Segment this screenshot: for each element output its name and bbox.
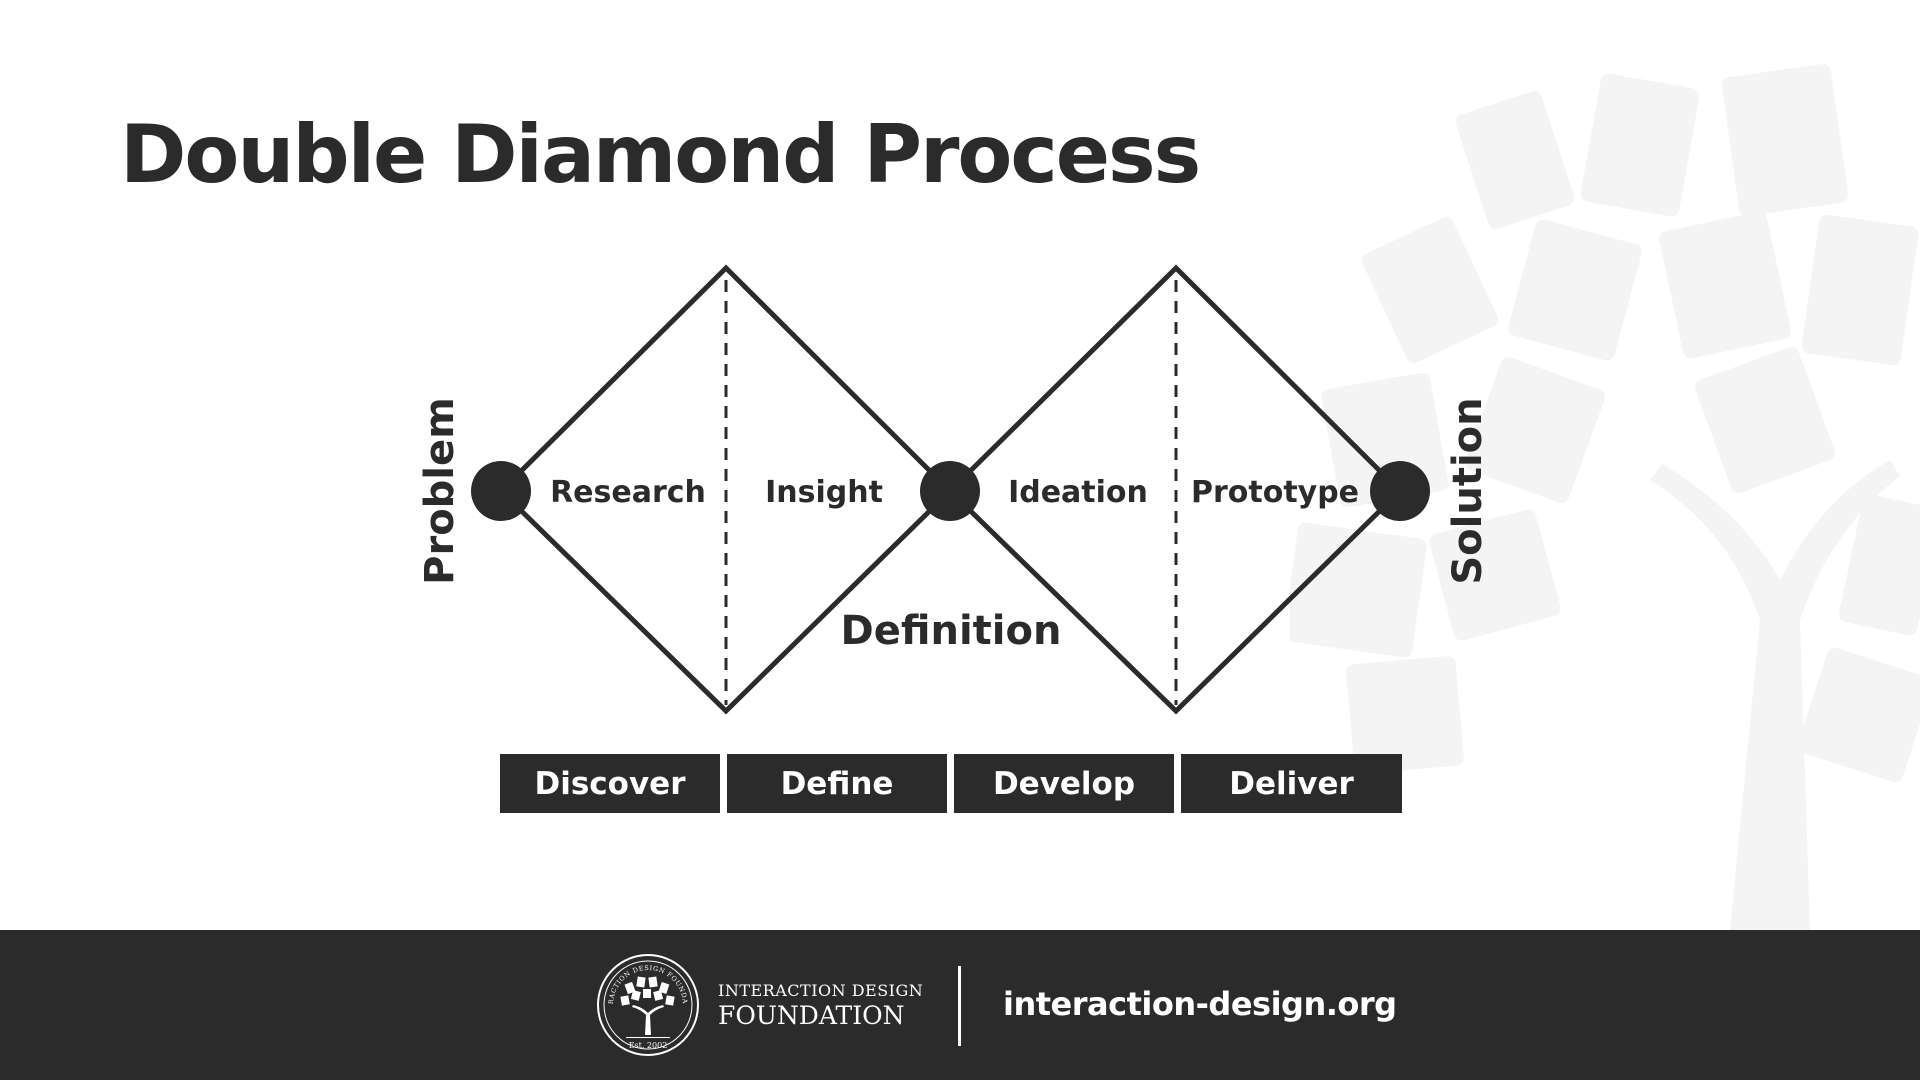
svg-text:Est. 2002: Est. 2002 xyxy=(629,1041,668,1050)
foundation-wordmark[interactable]: INTERACTION DESIGN FOUNDATION xyxy=(718,981,924,1030)
phase-develop: Develop xyxy=(954,754,1174,813)
footer-divider xyxy=(958,966,961,1046)
foundation-seal-icon: INTERACTION DESIGN FOUNDATION Est. 2002 xyxy=(596,953,699,1056)
problem-label: Problem xyxy=(417,397,463,585)
solution-label: Solution xyxy=(1445,397,1491,584)
middle-node xyxy=(920,461,980,521)
prototype-label: Prototype xyxy=(1191,475,1359,510)
research-label: Research xyxy=(550,475,706,510)
logo-line-2: FOUNDATION xyxy=(718,1001,905,1030)
logo-line-1: INTERACTION DESIGN xyxy=(718,981,924,1000)
footer: INTERACTION DESIGN FOUNDATION Est. 2002 … xyxy=(0,930,1920,1080)
start-node xyxy=(471,461,531,521)
definition-label: Definition xyxy=(841,608,1062,654)
footer-url-link[interactable]: interaction-design.org xyxy=(1003,985,1397,1023)
ideation-label: Ideation xyxy=(1008,475,1148,510)
insight-label: Insight xyxy=(765,475,883,510)
phase-deliver: Deliver xyxy=(1181,754,1402,813)
double-diamond-diagram: Problem Solution Research Insight Ideati… xyxy=(417,264,1491,715)
page-title: Double Diamond Process xyxy=(120,108,1201,201)
phase-discover: Discover xyxy=(500,754,720,813)
end-node xyxy=(1370,461,1430,521)
phase-define: Define xyxy=(727,754,947,813)
